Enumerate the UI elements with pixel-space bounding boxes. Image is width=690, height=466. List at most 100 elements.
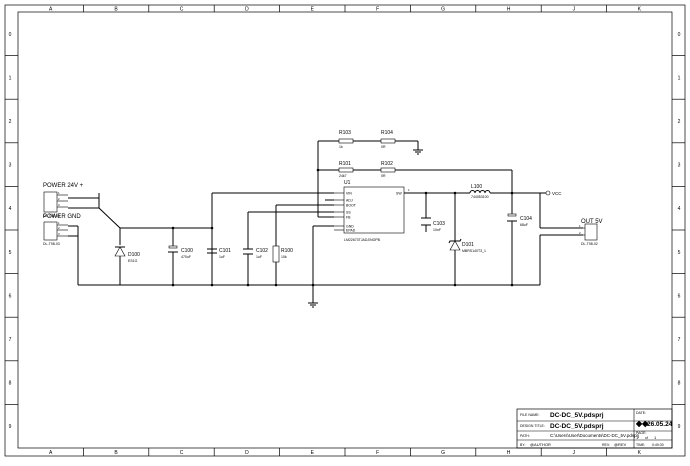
svg-text:FILE NAME:: FILE NAME: [520,413,539,417]
svg-text:68uF: 68uF [520,223,528,227]
inductor-l100: L100 744053100 [469,184,491,199]
frame-row-label: 1 [678,75,681,81]
svg-text:EPAD: EPAD [346,229,356,233]
svg-text:3: 3 [58,232,60,236]
svg-text:U1: U1 [344,180,351,186]
svg-text:DL-T98-03: DL-T98-03 [43,214,60,218]
svg-text:10k: 10k [281,255,287,259]
svg-text:C103: C103 [433,221,445,227]
svg-text:REV:: REV: [602,443,610,447]
svg-text:C102: C102 [256,248,268,254]
svg-text:VCC: VCC [552,191,562,196]
frame-column-label: J [573,450,576,456]
frame-row-label: 8 [9,381,12,387]
svg-text:◆◆: ◆◆ [635,419,649,428]
svg-text:DC-DC_5V.pdsprj: DC-DC_5V.pdsprj [550,412,604,419]
svg-text:POWER GND: POWER GND [43,214,81,220]
frame-row-label: 9 [678,424,681,430]
resistor-r103: R103 1k [338,130,354,149]
svg-text:DESIGN TITLE:: DESIGN TITLE: [520,424,545,428]
capacitor-c104: C104 68uF [507,213,532,227]
svg-text:1: 1 [408,188,410,192]
frame-column-label: D [245,450,249,456]
svg-text:R102: R102 [381,161,393,167]
svg-text:R104: R104 [381,130,393,136]
capacitor-c102: C102 1uF [243,248,268,259]
svg-text:2: 2 [579,231,581,235]
svg-text:10nF: 10nF [433,228,441,232]
svg-text:1: 1 [579,224,581,228]
svg-text:0:49:30: 0:49:30 [652,443,664,447]
ground-symbol [308,302,318,308]
frame-row-label: 5 [678,250,681,256]
svg-text:0R: 0R [381,145,386,149]
frame-row-label: 1 [9,75,12,81]
svg-text:26.05.24: 26.05.24 [647,421,673,428]
frame-row-label: 7 [9,337,12,343]
resistor-r102: R102 0R [380,161,396,178]
frame-column-label: F [376,450,379,456]
svg-text:ES1G: ES1G [128,259,138,263]
frame-row-label: 3 [9,163,12,169]
ic-u1: U1 VIN ADJ BOOT SS FB GND EPAD SW 1 LM22… [334,180,412,242]
vcc-terminal: VCC [545,190,562,196]
diode-d100: D100 ES1G [114,246,140,263]
svg-text:1: 1 [654,435,657,440]
svg-text:L100: L100 [471,184,482,190]
frame-row-label: 7 [678,337,681,343]
svg-text:SS: SS [346,211,351,215]
svg-text:3: 3 [58,203,60,207]
frame-row-label: 4 [678,206,681,212]
capacitor-c101: C101 1uF [207,248,231,259]
frame-column-label: K [638,450,642,456]
svg-text:@AUTHOR: @AUTHOR [530,442,551,447]
svg-text:TIME:: TIME: [636,443,645,447]
svg-text:OUT 5V: OUT 5V [581,219,603,225]
svg-text:R101: R101 [339,161,351,167]
frame-column-label: A [49,450,53,456]
frame-column-label: H [507,450,511,456]
svg-text:R100: R100 [281,248,293,254]
frame-column-label: J [573,7,576,13]
svg-text:C101: C101 [219,248,231,254]
svg-text:GND: GND [346,225,354,229]
svg-text:1: 1 [58,191,60,195]
resistor-r101: R101 24k7 [338,161,354,178]
svg-text:POWER 24V +: POWER 24V + [43,183,84,189]
svg-text:1uF: 1uF [256,255,262,259]
capacitor-c103: C103 10nF [421,217,445,232]
svg-text:ADJ: ADJ [346,199,353,203]
svg-text:PAGE:: PAGE: [636,431,646,435]
diode-d101: D101 MBRS140T3_1 [448,238,486,253]
svg-text:D100: D100 [128,252,140,258]
frame-column-label: G [441,7,445,13]
frame-column-label: K [638,7,642,13]
svg-text:0R: 0R [381,174,386,178]
svg-text:DL-T98-02: DL-T98-02 [581,242,598,246]
frame-row-label: 0 [678,32,681,38]
frame-column-label: C [180,7,184,13]
svg-text:1uF: 1uF [219,255,225,259]
frame-column-label: A [49,7,53,13]
frame-column-label: B [114,450,118,456]
frame-row-label: 0 [9,32,12,38]
svg-text:LM22673TJADJ/NOPB: LM22673TJADJ/NOPB [344,238,381,242]
svg-text:470uF: 470uF [181,255,191,259]
svg-text:2: 2 [58,226,60,230]
svg-text:C104: C104 [520,216,532,222]
svg-text:D101: D101 [462,242,474,248]
capacitor-c100: C100 470uF [168,245,193,259]
frame-row-label: 2 [678,119,681,125]
frame-column-label: B [114,7,118,13]
frame-row-label: 2 [9,119,12,125]
svg-text:R103: R103 [339,130,351,136]
connector-out-5v: OUT 5V 1 2 DL-T98-02 [579,219,603,246]
frame-row-label: 3 [678,163,681,169]
connector-power-24v: POWER 24V + 1 2 3 DL-T98-03 [43,183,84,218]
svg-text:BOOT: BOOT [346,204,357,208]
resistor-r100: R100 10k [272,245,293,263]
